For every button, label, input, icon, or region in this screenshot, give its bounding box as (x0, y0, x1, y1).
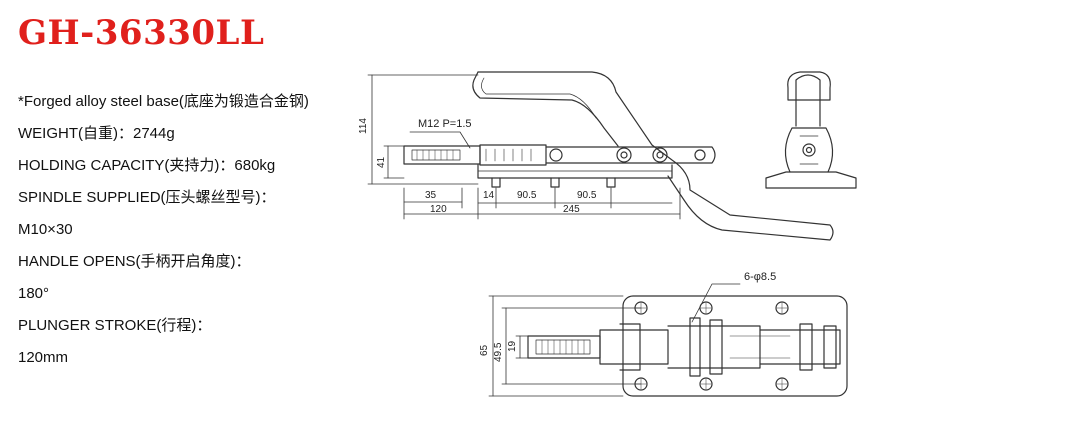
spec-handle-opens-value: 180° (18, 285, 50, 302)
spec-plunger-stroke-label: PLUNGER STROKE(行程)： (18, 317, 212, 334)
dim-114: 114 (358, 118, 369, 134)
dim-65: 65 (479, 344, 490, 356)
mounting-holes (634, 301, 789, 391)
dim-19: 19 (507, 340, 518, 352)
side-dimensions (367, 74, 681, 220)
spec-spindle-value: M10×30 (18, 221, 73, 238)
spec-base-material: *Forged alloy steel base(底座为锻造合金钢) (18, 93, 309, 110)
dim-14: 14 (483, 190, 495, 201)
dim-90-5-a: 90.5 (517, 190, 537, 201)
end-base (765, 171, 857, 189)
top-base-plate (622, 295, 848, 397)
dim-41: 41 (376, 156, 387, 168)
spec-list: *Forged alloy steel base(底座为锻造合金钢) WEIGH… (18, 86, 309, 374)
side-handle (477, 71, 834, 241)
dim-245: 245 (563, 204, 580, 215)
spec-spindle-label: SPINDLE SUPPLIED(压头螺丝型号)： (18, 189, 276, 206)
spec-weight: WEIGHT(自重)：2744g (18, 125, 175, 142)
side-view (367, 71, 834, 241)
hole-label: 6-φ8.5 (744, 271, 776, 283)
dim-49-5: 49.5 (493, 342, 504, 362)
dim-90-5-b: 90.5 (577, 190, 597, 201)
top-plunger-rod (527, 335, 601, 359)
spec-plunger-stroke-value: 120mm (18, 349, 69, 366)
side-link-arm (545, 146, 716, 164)
spec-holding-capacity: HOLDING CAPACITY(夹持力)：680kg (18, 157, 276, 174)
spec-handle-opens-label: HANDLE OPENS(手柄开启角度)： (18, 253, 251, 270)
dimension-labels: M12 P=1.5 114 41 35 120 14 90.5 90.5 245… (358, 118, 776, 362)
side-base-plate (477, 164, 673, 179)
product-model-title: GH-36330LL (18, 13, 265, 53)
top-view (488, 283, 848, 397)
side-plunger-rod (403, 145, 481, 165)
dim-120: 120 (430, 204, 447, 215)
dim-35: 35 (425, 190, 437, 201)
top-dimensions (488, 295, 642, 397)
end-view (765, 71, 857, 189)
thread-label: M12 P=1.5 (418, 118, 472, 130)
